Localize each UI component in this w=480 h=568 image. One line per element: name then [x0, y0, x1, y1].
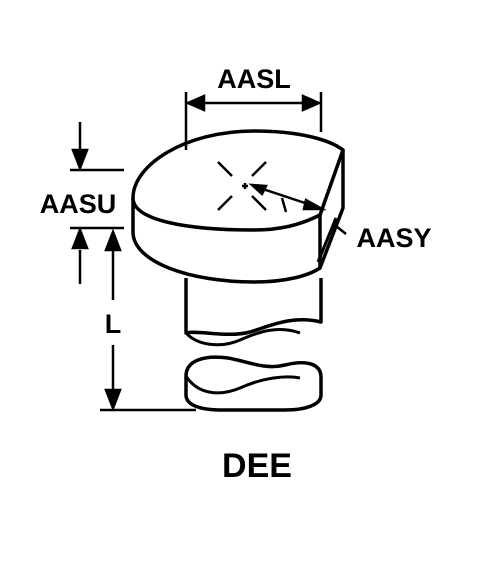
screw-head [131, 129, 345, 284]
shank-lower [184, 355, 323, 412]
shank-upper [184, 278, 323, 347]
aasu-label: AASU [40, 189, 117, 219]
center-mark [217, 161, 267, 211]
length-dimension [100, 228, 196, 412]
aasl-dimension [184, 92, 323, 150]
length-label: L [105, 309, 122, 339]
aasu-dimension [70, 122, 124, 284]
caption: DEE [222, 447, 292, 485]
aasy-label: AASY [356, 223, 431, 253]
aasl-label: AASL [217, 64, 291, 94]
aasy-dimension [248, 183, 347, 235]
